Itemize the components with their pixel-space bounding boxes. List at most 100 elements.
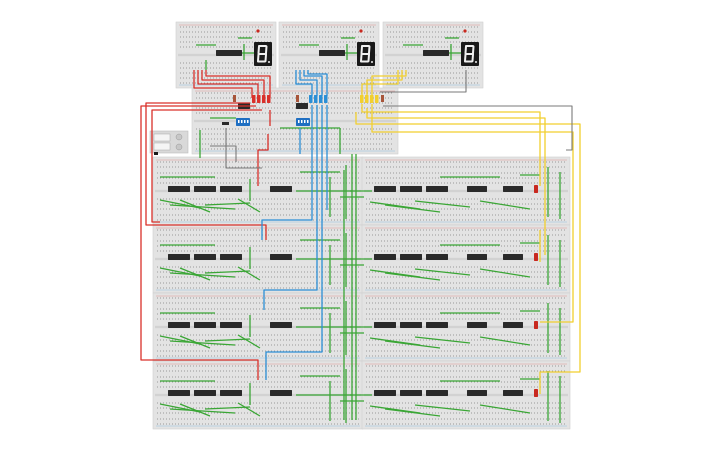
register-ic	[374, 390, 396, 396]
counter-ic	[168, 322, 190, 328]
center-channel	[155, 257, 361, 261]
ic-body	[270, 322, 292, 328]
jumper-wire	[204, 202, 251, 206]
counter-ic	[168, 390, 190, 396]
yellow-wire-2	[366, 70, 403, 96]
jumper-wire	[414, 336, 471, 344]
register-ic	[400, 254, 422, 260]
output-led	[534, 185, 538, 193]
jumper-layer	[159, 37, 561, 423]
jumper-wire	[169, 340, 236, 346]
display-segment	[360, 53, 363, 62]
red-wire-3	[201, 70, 265, 98]
resistor	[381, 95, 384, 102]
output-led	[534, 321, 538, 329]
gate-ic	[503, 254, 523, 260]
jumper-wire	[179, 267, 211, 281]
blue-led-4	[324, 95, 328, 103]
counter-ic	[220, 186, 242, 192]
jumper-wire	[179, 335, 211, 349]
ic-body	[220, 390, 242, 396]
gate-ic	[503, 390, 523, 396]
jumper-wire	[237, 402, 261, 417]
logic-ic	[270, 322, 292, 328]
jumper-wire	[479, 404, 531, 414]
center-channel	[364, 257, 568, 261]
jumper-wire	[179, 199, 211, 213]
ic-body	[194, 254, 216, 260]
display-segment	[368, 45, 371, 54]
jumper-wire	[384, 204, 441, 213]
seven-segment-display-2	[357, 42, 375, 66]
jumper-wire	[237, 198, 261, 213]
dip-toggle	[307, 120, 309, 123]
jumper-wire	[169, 204, 236, 210]
wire-layer	[140, 70, 581, 394]
supply-knob-1	[175, 133, 183, 141]
ic-body	[467, 322, 487, 328]
jumper-wire	[479, 268, 531, 278]
ic-body	[374, 254, 396, 260]
register-ic	[426, 390, 448, 396]
center-channel	[155, 189, 361, 193]
push-button	[222, 122, 229, 125]
yellow-wire-1	[361, 70, 399, 96]
decoder-ic-3	[423, 50, 449, 56]
ic-body	[503, 254, 523, 260]
supply-knob-2	[175, 143, 183, 151]
gate-ic	[467, 186, 487, 192]
gate-ic	[467, 322, 487, 328]
led-indicator	[359, 29, 363, 33]
seven-segment-display-3	[461, 42, 479, 66]
decoder-ic-1	[216, 50, 242, 56]
gate-ic	[467, 390, 487, 396]
dip-toggle	[301, 120, 303, 123]
gate-ic	[467, 254, 487, 260]
yellow-wire-long-1	[361, 104, 541, 186]
ic-body	[426, 322, 448, 328]
ic-body	[426, 254, 448, 260]
jumper-wire	[479, 336, 531, 346]
resistor	[233, 95, 236, 102]
display-segment	[471, 53, 474, 62]
yellow-wire-long-4	[371, 104, 574, 323]
register-ic	[400, 186, 422, 192]
ic-body	[168, 186, 190, 192]
display-segment	[464, 53, 467, 62]
display-dot	[371, 61, 373, 63]
blue-wire-2	[299, 70, 318, 96]
ic-body	[467, 390, 487, 396]
led-indicator	[463, 29, 467, 33]
red-wire-1	[193, 70, 253, 98]
ic-body	[168, 322, 190, 328]
dip-toggle	[304, 120, 306, 123]
ic-body	[194, 390, 216, 396]
counter-ic	[168, 254, 190, 260]
jumper-wire	[204, 338, 251, 342]
red-wire-4	[205, 70, 271, 98]
yellow-wire-long-2	[366, 108, 546, 255]
ic-body	[168, 254, 190, 260]
dip-toggle	[247, 120, 249, 123]
blue-wire-long-3	[265, 105, 323, 380]
blue-wire-1	[295, 70, 313, 96]
center-channel	[364, 393, 568, 397]
display-dot	[475, 61, 477, 63]
output-led	[534, 253, 538, 261]
blue-wire-long-2	[263, 105, 318, 310]
jumper-wire	[479, 200, 531, 210]
register-ic	[374, 322, 396, 328]
yellow-wire-long-3	[355, 112, 581, 394]
yellow-led-1	[360, 95, 364, 103]
jumper-wire	[237, 266, 261, 281]
ic-body	[467, 186, 487, 192]
ic-body	[220, 322, 242, 328]
ic-body	[216, 50, 242, 56]
ic-body	[220, 254, 242, 260]
counter-ic	[168, 186, 190, 192]
ic-body	[374, 390, 396, 396]
red-wire-2	[197, 70, 259, 98]
ic-body	[423, 50, 449, 56]
